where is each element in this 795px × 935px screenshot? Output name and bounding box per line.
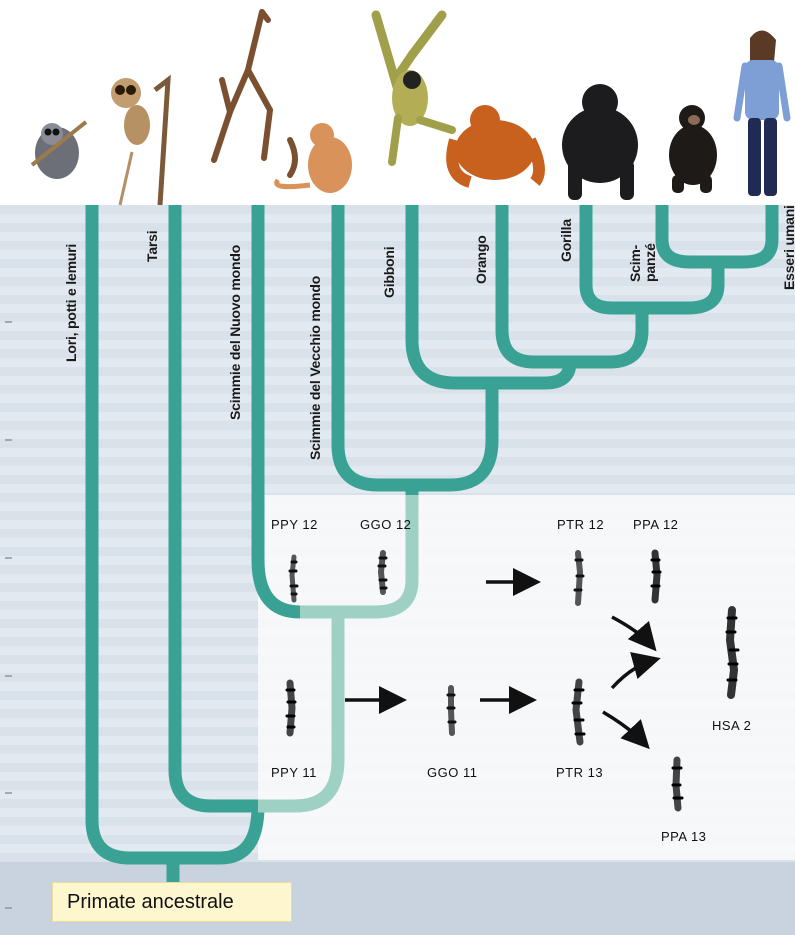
branch-haplorhine: [173, 806, 258, 858]
arrow-ptr13-ppa13: [603, 712, 645, 744]
taxon-label-umani: Esseri umani: [781, 205, 795, 290]
taxon-label-orango: Orango: [473, 235, 489, 284]
chromosome-ppy11: [287, 683, 295, 733]
chrom-label-ptr13: PTR 13: [556, 765, 603, 780]
taxon-label-scimpanze: Scim- panzé: [628, 243, 658, 282]
loris-icon: [32, 122, 86, 179]
branch-light-catarrhine: [300, 495, 412, 612]
chromosome-ppa13: [673, 760, 682, 808]
chrom-label-ppa13: PPA 13: [661, 829, 706, 844]
chrom-label-ppy12: PPY 12: [271, 517, 318, 532]
gibbon-icon: [376, 15, 452, 162]
taxon-label-new-world: Scimmie del Nuovo mondo: [227, 245, 243, 420]
chromosome-ptr12: [575, 553, 583, 603]
branch-homininae: [570, 308, 642, 362]
chromosome-ppa12: [652, 553, 660, 600]
chromosome-ggo11: [448, 688, 455, 733]
chrom-label-ppy11: PPY 11: [271, 765, 317, 780]
branch-gibboni: [412, 205, 492, 383]
branch-chimp: [662, 205, 718, 262]
spider-monkey-icon: [214, 12, 295, 175]
chromosome-ptr13: [573, 682, 584, 742]
taxon-label-tarsi: Tarsi: [144, 231, 160, 262]
chromosome-ppy12: [290, 557, 297, 600]
chrom-label-hsa2: HSA 2: [712, 718, 751, 733]
chrom-label-ggo12: GGO 12: [360, 517, 411, 532]
branch-human: [718, 205, 772, 262]
root-label: Primate ancestrale: [52, 882, 292, 922]
taxon-label-lori: Lori, potti e lemuri: [63, 244, 79, 362]
chrom-label-ptr12: PTR 12: [557, 517, 604, 532]
orangutan-icon: [452, 105, 539, 182]
macaque-icon: [277, 123, 352, 193]
branch-tarsi: [175, 205, 258, 806]
branch-hominid: [412, 383, 492, 485]
branch-new-world: [258, 205, 300, 612]
taxon-label-gibboni: Gibboni: [381, 247, 397, 298]
branch-old-world: [338, 205, 412, 485]
taxon-label-gorilla: Gorilla: [558, 219, 574, 262]
chrom-label-ppa12: PPA 12: [633, 517, 678, 532]
arrow-ptr12-hsa2: [612, 617, 652, 646]
branch-lori: [92, 205, 173, 858]
gorilla-icon: [562, 84, 638, 200]
chrom-label-ggo11: GGO 11: [427, 765, 477, 780]
chimpanzee-icon: [669, 105, 717, 193]
chromosome-ggo12: [379, 553, 386, 592]
tarsier-icon: [111, 78, 168, 205]
chromosome-hsa2: [727, 610, 738, 695]
human-icon: [737, 30, 787, 196]
arrow-ptr13-hsa2: [612, 660, 654, 688]
taxon-label-old-world: Scimmie del Vecchio mondo: [307, 276, 323, 460]
